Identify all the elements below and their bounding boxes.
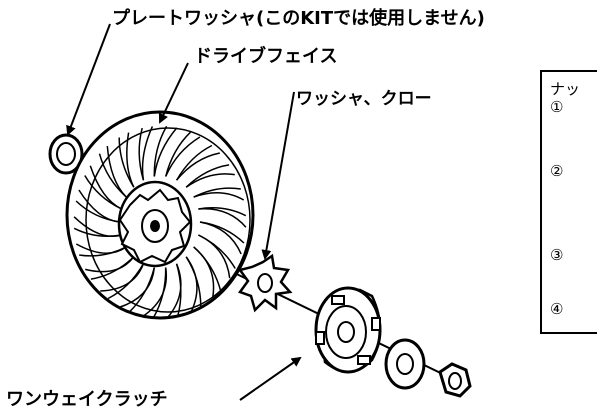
- panel-step-1: ①: [550, 98, 564, 116]
- drive-face-fin-edge: [198, 208, 247, 228]
- washer-claw-part: [237, 253, 293, 313]
- drive-face-fin-edge: [78, 189, 121, 223]
- drive-face-fin-edge: [119, 267, 156, 308]
- panel-step-4: ④: [550, 300, 564, 318]
- plate-washer-label: プレートワッシャ(このKITでは使用しません): [112, 8, 485, 29]
- one-way-clutch-part: [314, 286, 382, 374]
- drive-face-part: [65, 110, 255, 320]
- drive-face-fin-edge: [185, 173, 235, 188]
- panel-step-3: ③: [550, 246, 564, 264]
- drive-face-fin-edge: [89, 165, 122, 210]
- nut-part: [438, 362, 472, 398]
- panel-step-2: ②: [550, 162, 564, 180]
- drive-face-fin-edge: [165, 136, 201, 177]
- drive-face-fin-edge: [193, 246, 215, 299]
- drive-face-fin-edge: [106, 146, 127, 198]
- drive-face-fin-edge: [153, 127, 178, 177]
- plate-washer-part: [48, 133, 84, 175]
- drive-face-fins: [73, 125, 247, 319]
- drive-face-fin-edge: [100, 263, 145, 292]
- panel-heading: ナッ: [550, 80, 581, 98]
- drive-face-fin-edge: [75, 243, 127, 254]
- one-way-clutch-leader: [239, 356, 302, 401]
- drive-face-fin-edge: [185, 256, 198, 312]
- drive-face-fin-edge: [193, 192, 245, 201]
- drive-face-fin-edge: [141, 126, 154, 181]
- drive-face-fin-edge: [176, 152, 220, 181]
- drive-face-fin-edge: [73, 216, 122, 237]
- drive-face-leader: [158, 62, 189, 124]
- washer-claw-label: ワッシャ、クロー: [296, 89, 432, 109]
- drive-face-fin-edge: [199, 221, 242, 255]
- drive-face-fin-edge: [142, 267, 168, 317]
- small-washer-part: [384, 338, 426, 390]
- drive-face-label: ドライブフェイス: [194, 46, 338, 67]
- washer-claw-leader: [261, 91, 295, 260]
- drive-face-fin-edge: [85, 256, 135, 273]
- drive-face-fin-edge: [167, 263, 182, 319]
- one-way-clutch-label: ワンウェイクラッチ: [6, 389, 168, 410]
- drive-face-fin-edge: [126, 132, 135, 188]
- plate-washer-leader: [66, 23, 111, 136]
- instruction-panel: ナッ ① ② ③ ④: [540, 70, 597, 334]
- drive-face-fin-edge: [198, 234, 231, 279]
